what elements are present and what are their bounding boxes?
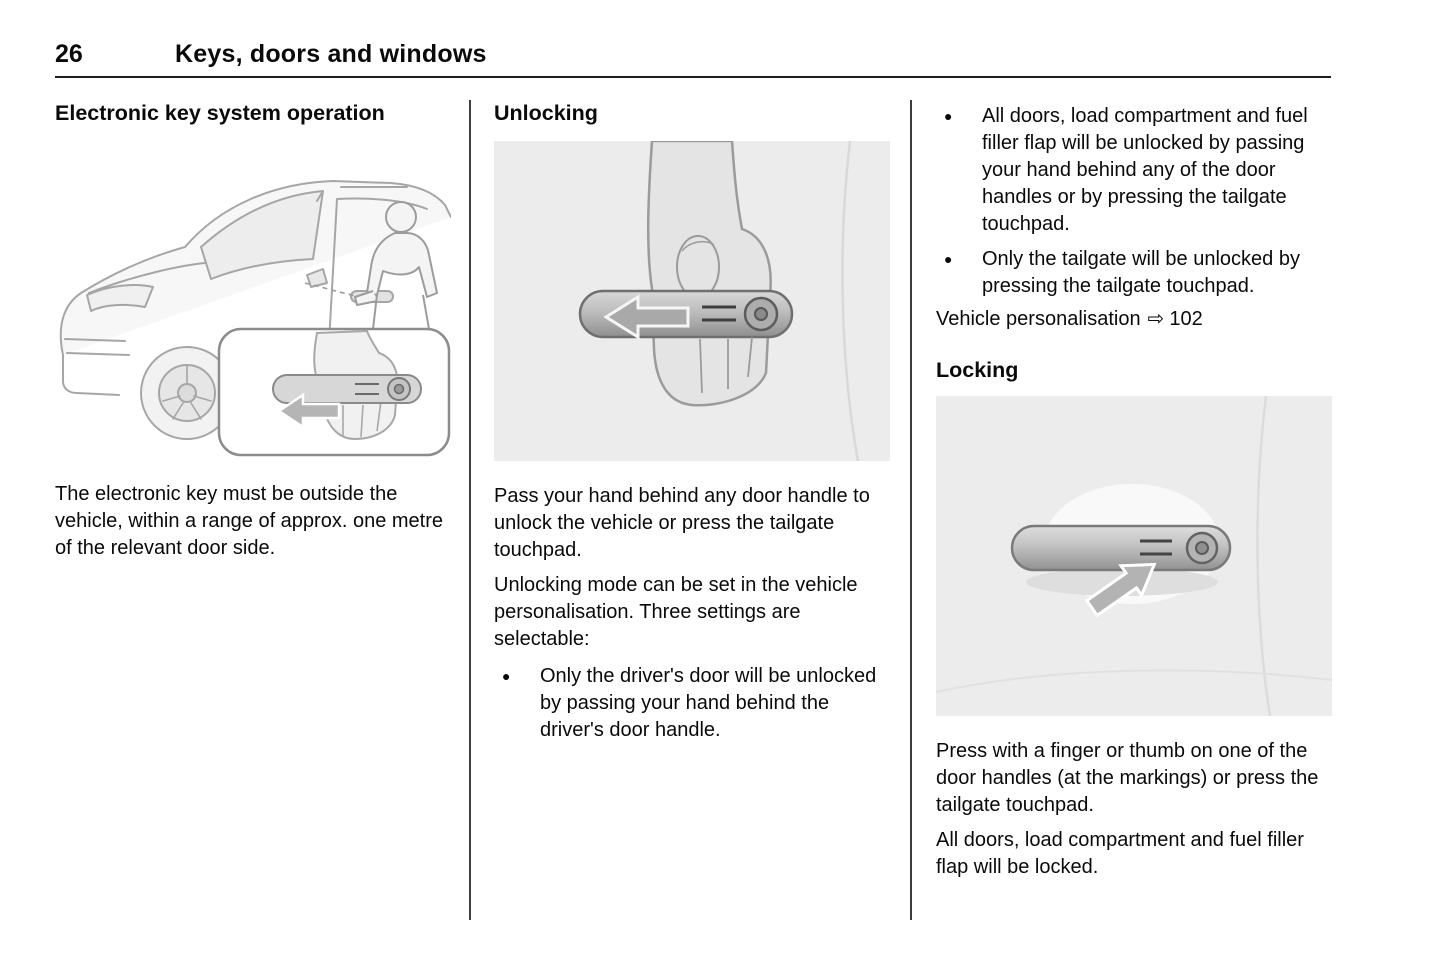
press-handle-drawing <box>935 395 1333 717</box>
bullet-text: Only the tailgate will be unlocked by pr… <box>982 248 1300 297</box>
bullet-icon: ● <box>944 108 953 124</box>
section-heading-electronic-key: Electronic key system operation <box>55 101 385 125</box>
unlock-arrow-icon <box>603 294 690 340</box>
door-crease-line <box>1256 395 1272 717</box>
unlocking-bullet-tailgate: ● Only the tailgate will be unlocked by … <box>936 246 1332 300</box>
door-handle-icon <box>272 374 422 404</box>
unlocking-bullet-all-doors: ● All doors, load compartment and fuel f… <box>936 103 1332 238</box>
door-crease-line <box>841 140 860 462</box>
bullet-text: Only the driver's door will be unlocked … <box>540 665 877 741</box>
chapter-title: Keys, doors and windows <box>175 40 487 68</box>
page-header: 26 Keys, doors and windows <box>55 40 487 69</box>
electronic-key-paragraph: The electronic key must be outside the v… <box>55 483 443 559</box>
unlocking-bullet-driver-door: ● Only the driver's door will be unlocke… <box>494 663 890 744</box>
locking-paragraph-1: Press with a finger or thumb on one of t… <box>936 740 1319 816</box>
page-number: 26 <box>55 40 83 68</box>
section-heading-unlocking: Unlocking <box>494 101 598 125</box>
unlocking-paragraph-1: Pass your hand behind any door handle to… <box>494 485 870 561</box>
cross-reference-label: Vehicle personalisation <box>936 308 1141 330</box>
door-handle-icon <box>1010 524 1232 572</box>
unlocking-paragraph-2: Unlocking mode can be set in the vehicle… <box>494 574 858 650</box>
unlocking-illustration <box>494 139 890 462</box>
column-separator-right <box>910 100 912 920</box>
locking-paragraph-2: All doors, load compartment and fuel fil… <box>936 829 1304 878</box>
header-rule <box>55 76 1331 78</box>
handle-inset <box>217 327 451 457</box>
column-middle: Unlocking <box>494 100 890 744</box>
cross-reference: Vehicle personalisation ⇨102 <box>936 306 1332 333</box>
page-reference-arrow-icon: ⇨ <box>1147 308 1165 330</box>
bullet-icon: ● <box>502 668 511 684</box>
person-figure <box>354 201 438 330</box>
section-heading-locking: Locking <box>936 358 1019 382</box>
column-separator-left <box>469 100 471 920</box>
bullet-icon: ● <box>944 251 953 267</box>
column-left: Electronic key system operation <box>55 100 452 562</box>
bullet-text: All doors, load compartment and fuel fil… <box>982 105 1308 235</box>
car-outline <box>59 180 452 440</box>
hand-behind-handle-drawing <box>494 139 890 462</box>
car-with-person-drawing <box>59 180 452 457</box>
locking-illustration <box>935 395 1333 717</box>
car-proximity-illustration <box>55 143 452 459</box>
unlock-arrow-icon <box>276 392 341 430</box>
column-right: ● All doors, load compartment and fuel f… <box>935 100 1333 881</box>
lock-arrow-icon <box>1084 562 1157 618</box>
thumb-shape <box>676 235 720 299</box>
cross-reference-page: 102 <box>1169 308 1203 330</box>
